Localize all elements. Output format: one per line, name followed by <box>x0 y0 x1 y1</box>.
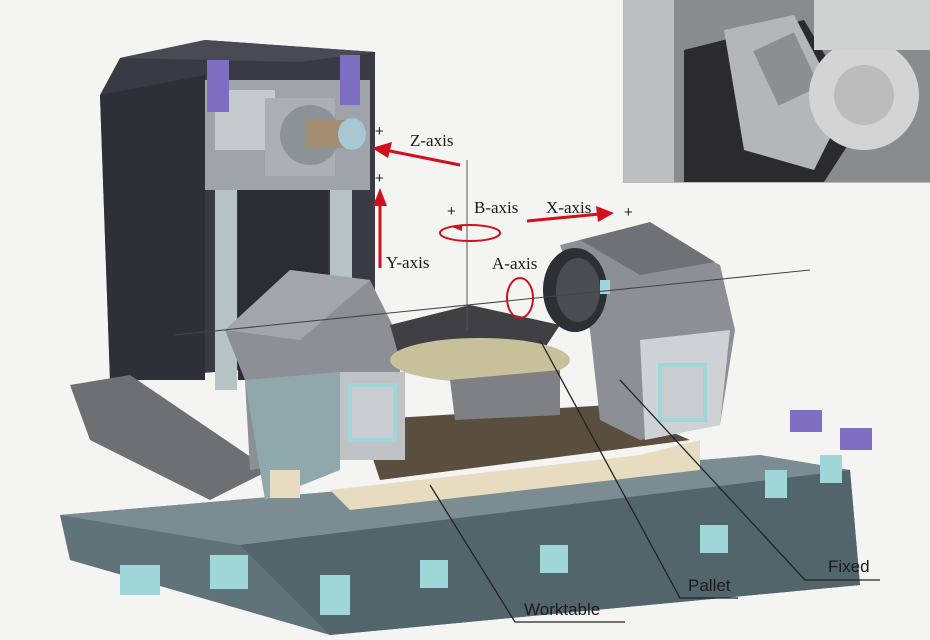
trunnion-left <box>225 270 405 500</box>
trunnion-right <box>543 222 735 440</box>
pallet <box>390 305 570 420</box>
b-axis-rotation <box>439 224 501 242</box>
x-axis-label: X-axis <box>546 198 592 217</box>
motor-left <box>207 60 229 112</box>
a-axis-label: A-axis <box>492 254 538 273</box>
x-positive-sign: + <box>624 204 633 221</box>
x-axis-arrow <box>526 212 601 223</box>
machine-bed <box>60 375 872 635</box>
pallet-callout: Pallet <box>688 576 731 595</box>
fixed-callout: Fixed <box>828 557 870 576</box>
y-positive-sign: + <box>375 170 384 187</box>
z-axis-label: Z-axis <box>410 131 454 150</box>
worktable-callout: Worktable <box>524 600 601 619</box>
inset-photo <box>623 0 930 183</box>
motor-right <box>340 55 360 105</box>
z-axis-arrow <box>384 148 461 167</box>
y-axis-label: Y-axis <box>386 253 430 272</box>
worktable-plate <box>330 440 700 510</box>
z-positive-sign: + <box>375 123 384 140</box>
fixed-leader <box>619 379 880 581</box>
b-axis-label: B-axis <box>474 198 519 217</box>
worktable-leader <box>429 484 625 623</box>
a-axis-rotation <box>506 277 534 319</box>
pallet-leader <box>539 339 738 599</box>
b-positive-sign: + <box>447 203 456 220</box>
spindle-head <box>205 55 370 190</box>
